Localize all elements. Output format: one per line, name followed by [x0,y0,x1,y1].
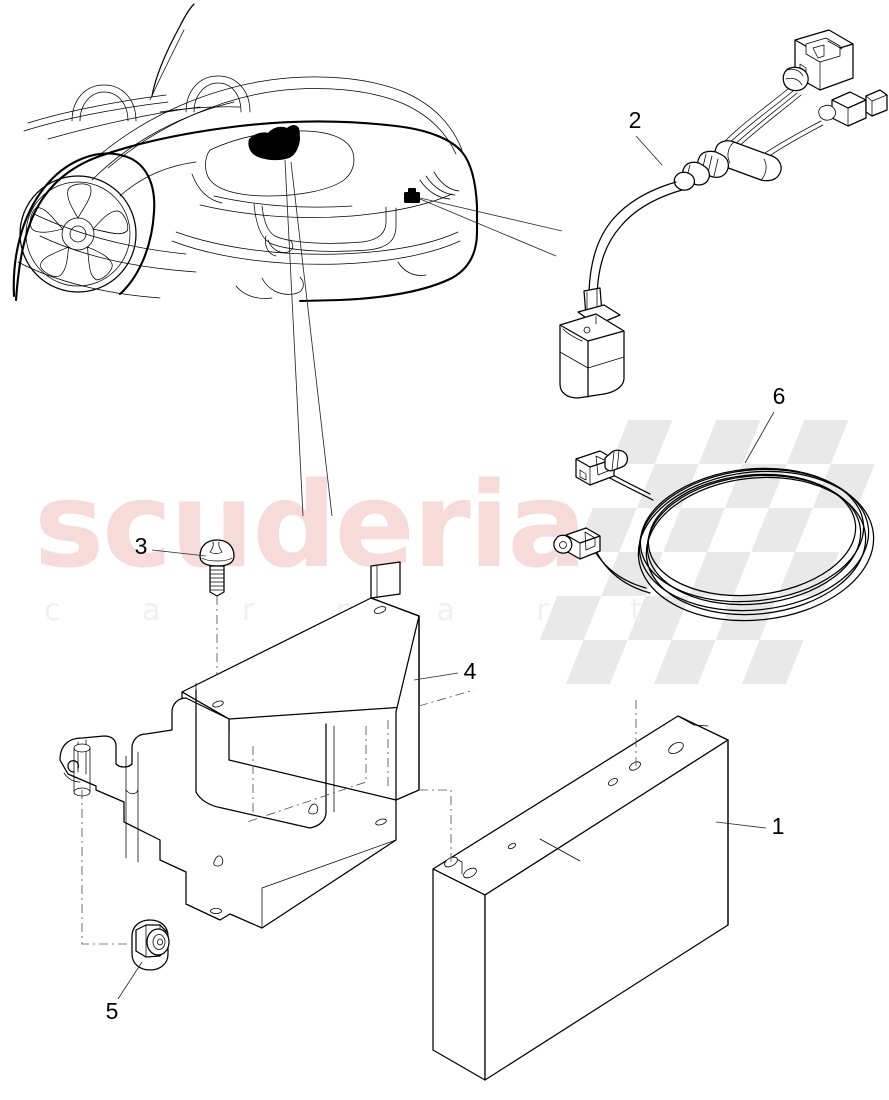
callout-1-label: 1 [772,813,785,839]
highlight-aerial-base-position [404,188,420,203]
callout-1-leader [715,821,767,829]
bracket-top-tab [370,561,401,599]
pan-head-screw [199,539,235,706]
watermark-brand-word: scuderia [34,456,585,594]
callout-5-leader [117,961,143,1000]
callout-3-leader [151,549,207,557]
bracket-hidden-b [246,726,367,823]
callout-5-label: 5 [106,998,119,1024]
coaxial-cable-coil [553,449,875,622]
callout-1[interactable]: 1 [715,813,785,839]
callout-4[interactable]: 4 [413,658,477,684]
callout-4-label: 4 [464,658,477,684]
control-module-box [419,700,729,1081]
car-leader-lines [284,159,563,517]
flange-nut [131,919,170,971]
amplifier-inline-module [673,140,782,191]
leader-bumper-to-amplifier-b [419,198,557,257]
amplifier-main-connector [782,29,854,92]
callout-3-label: 3 [135,533,148,559]
mounting-bracket [59,561,475,945]
callout-6[interactable]: 6 [744,383,786,464]
aerial-base-module [559,287,625,399]
aerial-amplifier-assembly [559,29,888,399]
cable-connector-upper [575,449,628,486]
callout-5[interactable]: 5 [106,961,143,1024]
callout-2-leader [635,135,663,166]
callout-6-leader [744,411,775,464]
callout-6-label: 6 [773,383,786,409]
callout-2[interactable]: 2 [629,107,663,166]
leader-bumper-to-amplifier-a [419,197,563,232]
cable-connector-lower [553,527,601,560]
amplifier-side-connector [818,89,888,127]
callout-2-label: 2 [629,107,642,133]
highlight-aerial-amplifier-position [248,125,300,161]
vehicle-outline-illustration [12,3,479,303]
nut-axis-dashline [81,790,136,945]
callout-4-leader [413,672,459,681]
leader-deck-to-bracket-a [284,159,304,517]
leader-deck-to-bracket-b [290,161,333,517]
module-align-dashline-a [419,789,452,862]
callout-3[interactable]: 3 [135,533,207,559]
